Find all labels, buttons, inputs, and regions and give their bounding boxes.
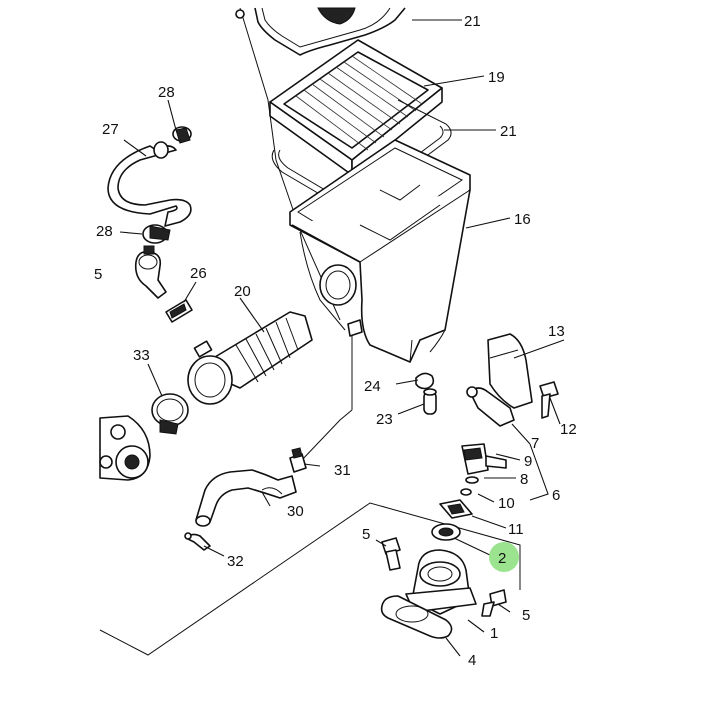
callout-10[interactable]: 10	[498, 495, 515, 512]
part-28-lower-clamp[interactable]	[142, 224, 171, 244]
part-7-bracket[interactable]	[466, 386, 515, 427]
callout-6[interactable]: 6	[552, 487, 560, 504]
part-8-oring[interactable]	[465, 476, 479, 484]
callout-labels: 21 19 21 16 28 27 28 5 26 20 33 13 24 23…	[94, 13, 577, 669]
part-21-upper-gasket[interactable]	[235, 7, 406, 56]
callout-24[interactable]: 24	[364, 378, 381, 395]
callout-28-lower[interactable]: 28	[96, 223, 113, 240]
part-26-clip[interactable]	[165, 299, 193, 323]
callout-20[interactable]: 20	[234, 283, 251, 300]
callout-23[interactable]: 23	[376, 411, 393, 428]
callout-9[interactable]: 9	[524, 453, 532, 470]
callout-26[interactable]: 26	[190, 265, 207, 282]
callout-16[interactable]: 16	[514, 211, 531, 228]
part-4-gasket[interactable]	[380, 595, 453, 639]
callout-4[interactable]: 4	[468, 652, 476, 669]
part-2-intake-joint[interactable]	[431, 523, 461, 541]
part-24-clip[interactable]	[415, 372, 435, 390]
callout-27[interactable]: 27	[102, 121, 119, 138]
callout-30[interactable]: 30	[287, 503, 304, 520]
part-27-breather-hose[interactable]	[107, 141, 192, 227]
callout-11[interactable]: 11	[508, 521, 524, 538]
callout-28-top[interactable]: 28	[158, 84, 175, 101]
callout-1[interactable]: 1	[490, 625, 498, 642]
throttle-body[interactable]	[99, 415, 151, 481]
part-5-bolt-left[interactable]	[381, 537, 401, 571]
part-20-intake-boot[interactable]	[187, 311, 313, 405]
part-25-connector[interactable]	[134, 245, 167, 299]
part-33-clamp-band[interactable]	[151, 393, 189, 435]
part-30-drain-hose[interactable]	[195, 469, 297, 527]
part-13-cover[interactable]	[487, 333, 533, 409]
highlight-marker	[489, 542, 519, 572]
callout-21-lower[interactable]: 21	[500, 123, 517, 140]
part-9-sensor[interactable]	[461, 443, 507, 475]
part-1-manifold[interactable]	[405, 549, 477, 615]
frame-lines	[99, 7, 521, 656]
callout-31[interactable]: 31	[334, 462, 351, 479]
callout-32[interactable]: 32	[227, 553, 244, 570]
part-23-cap[interactable]	[423, 388, 437, 415]
callout-19[interactable]: 19	[488, 69, 505, 86]
part-11-gasket[interactable]	[439, 499, 473, 519]
part-16-air-box[interactable]	[289, 139, 471, 363]
part-31-clip[interactable]	[289, 447, 307, 473]
callout-12[interactable]: 12	[560, 421, 577, 438]
callout-7[interactable]: 7	[531, 435, 539, 452]
callout-2[interactable]: 2	[498, 550, 506, 567]
callout-13[interactable]: 13	[548, 323, 565, 340]
part-10-seal[interactable]	[460, 488, 472, 496]
callout-8[interactable]: 8	[520, 471, 528, 488]
part-28-upper-clamp[interactable]	[172, 126, 192, 144]
callout-21-top[interactable]: 21	[464, 13, 481, 30]
part-5-bolt-right[interactable]	[481, 589, 507, 617]
callout-5-left-edge[interactable]: 5	[94, 266, 102, 283]
callout-5-right[interactable]: 5	[522, 607, 530, 624]
part-12-bolt[interactable]	[539, 381, 559, 419]
callout-33[interactable]: 33	[133, 347, 150, 364]
callout-5-left[interactable]: 5	[362, 526, 370, 543]
leader-lines	[119, 19, 565, 657]
